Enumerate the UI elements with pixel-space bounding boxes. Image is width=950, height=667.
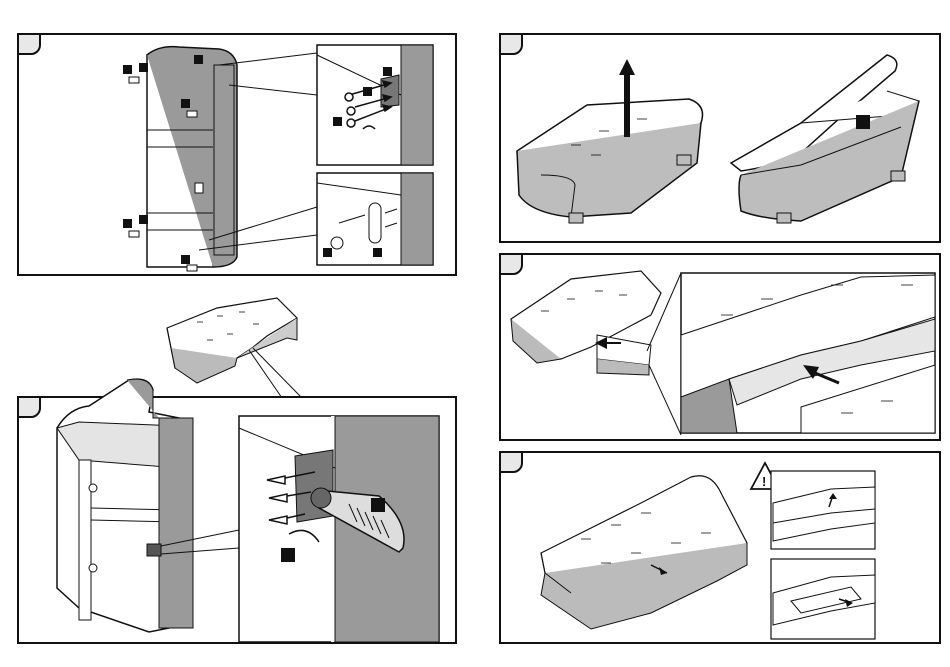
part-label-box [123,65,132,74]
finished-sofa-illustration: ! [501,453,943,646]
part-label-box [181,99,190,108]
part-label-box [139,63,148,72]
step-panel-finished-sofa: ! [499,451,941,644]
frame-assembly-illustration [19,35,459,278]
part-label-box [123,219,132,228]
part-label-box [181,255,190,264]
bracket-mount-illustration [19,398,459,646]
svg-text:!: ! [762,474,766,489]
step-panel-slide-in-module [499,253,941,441]
slide-in-module-illustration [501,255,943,443]
part-label-box [139,215,148,224]
part-label-box [194,55,203,64]
ottoman-lid-illustration [501,35,943,245]
step-panel-bracket-mount [17,396,457,644]
step-panel-ottoman-lid [499,33,941,243]
step-panel-frame-assembly [17,33,457,276]
corner-sofa-overview-illustration [157,288,317,388]
